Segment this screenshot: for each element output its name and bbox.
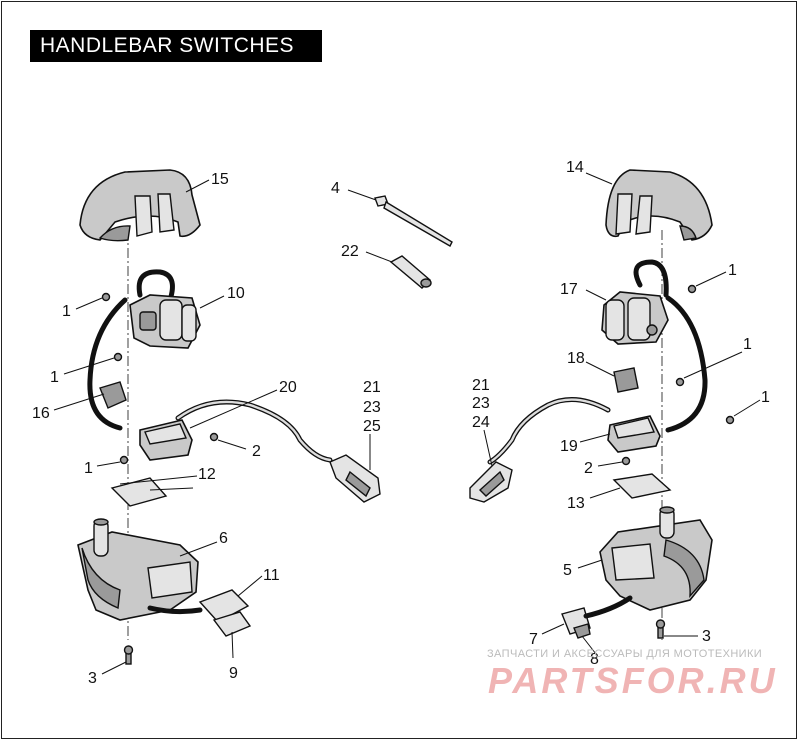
cable-tie[interactable] — [374, 195, 453, 247]
left-wiring-harness — [87, 269, 333, 463]
left-switch-module-20[interactable] — [139, 419, 193, 461]
left-switch[interactable] — [129, 294, 201, 349]
left-bracket[interactable] — [110, 477, 168, 507]
callout-11: 11 — [263, 567, 280, 584]
callout-1-right-top: 1 — [728, 262, 737, 279]
callout-9: 9 — [229, 665, 238, 682]
callout-3-left: 3 — [88, 670, 97, 687]
watermark-tagline: ЗАПЧАСТИ И АКСЕССУАРЫ ДЛЯ МОТОТЕХНИКИ — [487, 648, 763, 660]
right-switch[interactable] — [601, 291, 669, 345]
left-screw-2[interactable] — [209, 432, 219, 442]
right-wiring-harness — [487, 259, 708, 465]
right-plug-7[interactable] — [561, 595, 633, 635]
callout-23-right: 23 — [472, 395, 490, 412]
callout-1-left-low: 1 — [84, 460, 93, 477]
callout-22: 22 — [341, 243, 359, 260]
callout-labels: 15 14 4 22 1 10 1 16 20 21 23 25 2 1 12 … — [32, 159, 770, 687]
right-screw-1d[interactable] — [687, 284, 697, 294]
right-screw-1e[interactable] — [675, 377, 685, 387]
callout-18: 18 — [567, 350, 585, 367]
right-connector[interactable] — [469, 461, 513, 503]
callout-13: 13 — [567, 495, 585, 512]
diagram-title: HANDLEBAR SWITCHES — [30, 30, 322, 62]
left-screw-1a[interactable] — [101, 292, 111, 302]
callout-5: 5 — [563, 562, 572, 579]
callout-12: 12 — [198, 466, 216, 483]
watermark-logo: PARTSFOR.RU — [488, 660, 778, 701]
callout-14: 14 — [566, 159, 584, 176]
callout-17: 17 — [560, 281, 578, 298]
callout-21-left: 21 — [363, 379, 381, 396]
callout-16: 16 — [32, 405, 50, 422]
callout-6: 6 — [219, 530, 228, 547]
callout-10: 10 — [227, 285, 245, 302]
callout-20: 20 — [279, 379, 297, 396]
left-plug-9[interactable] — [212, 611, 252, 637]
right-upper-housing[interactable] — [605, 169, 713, 241]
sleeve[interactable] — [389, 255, 432, 289]
right-screw-1f[interactable] — [725, 415, 735, 425]
right-assembly — [469, 169, 735, 640]
callout-23-left: 23 — [363, 399, 381, 416]
callout-15: 15 — [211, 171, 229, 188]
callout-1-right-low: 1 — [761, 389, 770, 406]
callout-8: 8 — [590, 651, 599, 668]
callout-3-right: 3 — [702, 628, 711, 645]
left-screw-1b[interactable] — [113, 352, 123, 362]
callout-1-left-top: 1 — [62, 303, 71, 320]
left-upper-housing[interactable] — [79, 169, 201, 242]
callout-7: 7 — [529, 631, 538, 648]
left-connector[interactable] — [329, 454, 381, 503]
left-switch-module-16[interactable] — [99, 381, 127, 409]
right-switch-module-19[interactable] — [607, 415, 661, 453]
right-screw-2[interactable] — [621, 456, 631, 466]
callout-1-right-mid: 1 — [743, 336, 752, 353]
callout-4: 4 — [331, 180, 340, 197]
right-switch-module-18[interactable] — [613, 367, 639, 393]
callout-25: 25 — [363, 418, 381, 435]
right-plug-8[interactable] — [573, 623, 591, 639]
left-assembly — [77, 169, 381, 665]
right-lower-housing[interactable] — [599, 506, 713, 611]
left-lower-housing[interactable] — [77, 518, 199, 621]
right-bracket[interactable] — [612, 473, 672, 499]
right-screw-3[interactable] — [655, 619, 666, 639]
left-screw-3[interactable] — [123, 645, 134, 665]
callout-2-right: 2 — [584, 460, 593, 477]
left-plug-11[interactable] — [147, 589, 250, 623]
callout-21-right: 21 — [472, 377, 490, 394]
leader-lines — [53, 172, 761, 675]
callout-2-left: 2 — [252, 443, 261, 460]
left-screw-1c[interactable] — [119, 455, 129, 465]
callout-19: 19 — [560, 438, 578, 455]
callout-24: 24 — [472, 414, 490, 431]
callout-1-left-mid: 1 — [50, 369, 59, 386]
